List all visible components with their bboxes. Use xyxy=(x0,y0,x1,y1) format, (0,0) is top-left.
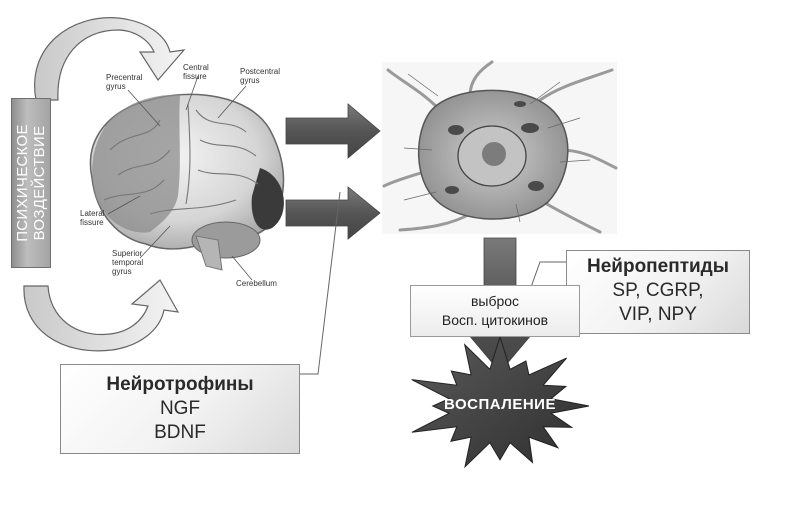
label-postcentral-1: Postcentral xyxy=(240,67,280,76)
neuropeptides-box: Нейропептиды SP, CGRP, VIP, NPY xyxy=(566,250,750,334)
neuropeptides-title: Нейропептиды xyxy=(587,256,729,277)
psychic-impact-label: ПСИХИЧЕСКОЕ ВОЗДЕЙСТВИЕ xyxy=(14,124,48,242)
neurotrophins-title: Нейротрофины xyxy=(106,374,254,395)
label-superior-2: temporal xyxy=(112,258,143,267)
arrow-brain-to-neuron-top xyxy=(285,103,381,159)
neurotrophins-line-2: BDNF xyxy=(154,422,206,443)
neuron-illustration xyxy=(382,60,618,234)
neuropeptides-line-2: VIP, NPY xyxy=(619,304,697,325)
cytokine-release-box: выброс Восп. цитокинов xyxy=(410,285,580,337)
curved-arrow-top xyxy=(34,17,186,101)
label-postcentral-2: gyrus xyxy=(240,76,260,85)
release-line-1: выброс xyxy=(470,293,520,309)
label-precentral-2: gyrus xyxy=(106,82,126,91)
label-superior-1: Superior xyxy=(112,249,143,258)
psychic-impact-box: ПСИХИЧЕСКОЕ ВОЗДЕЙСТВИЕ xyxy=(11,98,51,268)
label-lateral-2: fissure xyxy=(80,218,104,227)
neurotrophins-box: Нейротрофины NGF BDNF xyxy=(60,364,300,454)
release-line-2: Восп. цитокинов xyxy=(441,312,549,328)
arrow-brain-to-neuron-bottom xyxy=(285,186,381,240)
inflammation-label: ВОСПАЛЕНИЕ xyxy=(444,396,556,413)
connector-neurotrophins xyxy=(300,191,341,375)
label-cerebellum: Cerebellum xyxy=(236,279,277,288)
psychic-impact-line-2: ВОЗДЕЙСТВИЕ xyxy=(31,125,48,241)
brain-illustration xyxy=(89,75,285,281)
psychic-impact-line-1: ПСИХИЧЕСКОЕ xyxy=(14,124,31,242)
brain-labels: Precentral gyrus Central fissure Postcen… xyxy=(80,63,280,288)
connector-neuropeptides xyxy=(529,261,566,291)
label-precentral-1: Precentral xyxy=(106,73,143,82)
label-central-2: fissure xyxy=(183,72,207,81)
curved-arrow-bottom xyxy=(23,279,180,352)
inflammation-burst xyxy=(411,335,590,469)
label-superior-3: gyrus xyxy=(112,267,132,276)
neuropeptides-line-1: SP, CGRP, xyxy=(612,280,704,301)
label-lateral-1: Lateral xyxy=(80,209,105,218)
neurotrophins-line-1: NGF xyxy=(159,398,201,419)
label-central-1: Central xyxy=(183,63,209,72)
